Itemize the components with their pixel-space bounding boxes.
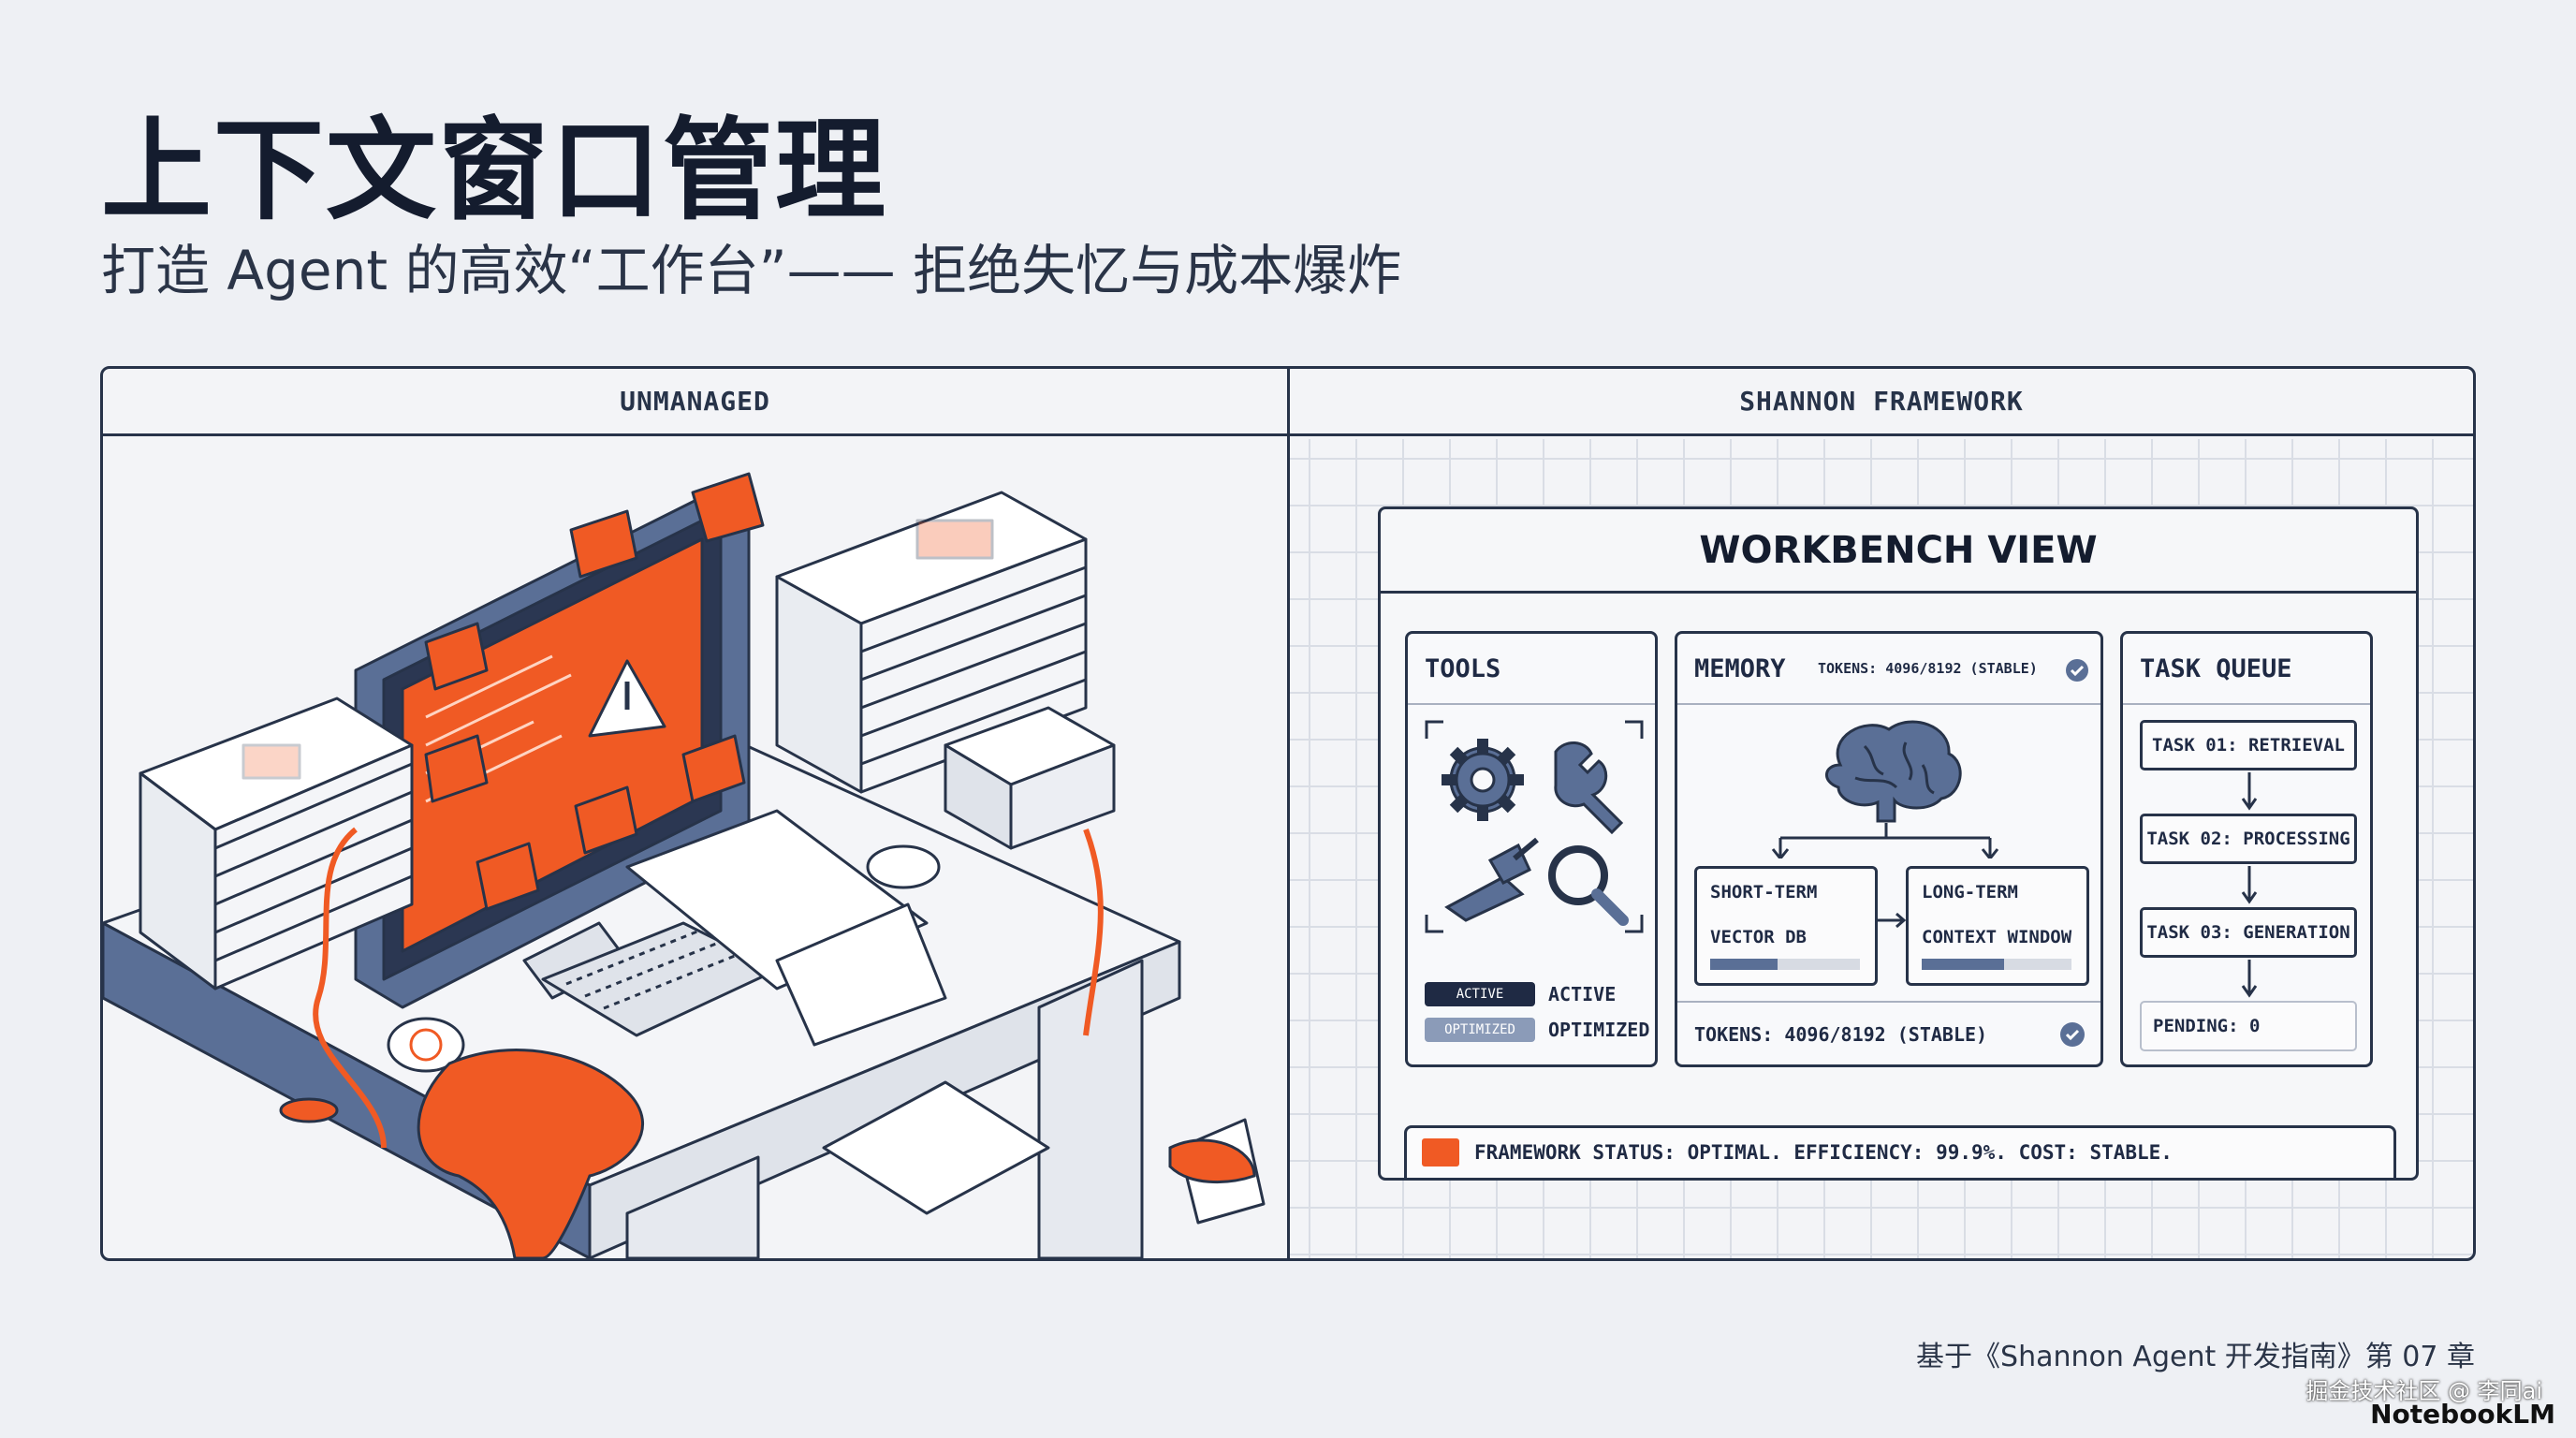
short-term-bar-fill xyxy=(1710,959,1778,970)
arrow-down-icon xyxy=(2241,960,2258,998)
arrow-down-icon xyxy=(2241,772,2258,811)
check-circle-icon xyxy=(2060,1022,2085,1047)
memory-card: MEMORY TOKENS: 4096/8192 (STABLE) SHORT-… xyxy=(1675,631,2103,1067)
brain-icon xyxy=(1825,720,1962,823)
memory-header-tokens: TOKENS: 4096/8192 (STABLE) xyxy=(1818,660,2038,677)
arrow-down-icon xyxy=(2241,866,2258,904)
brain-diagram xyxy=(1771,720,1999,858)
short-term-title: SHORT-TERM xyxy=(1710,882,1818,902)
tools-icon-grid xyxy=(1425,720,1644,933)
gear-icon xyxy=(1442,739,1524,821)
short-term-box: SHORT-TERM VECTOR DB xyxy=(1694,866,1878,986)
optimized-tag: OPTIMIZED xyxy=(1425,1018,1535,1042)
search-icon xyxy=(1548,845,1629,926)
optimized-label: OPTIMIZED xyxy=(1548,1019,1650,1041)
hammer-icon xyxy=(1444,837,1539,922)
tools-header: TOOLS xyxy=(1408,634,1655,705)
active-tag: ACTIVE xyxy=(1425,982,1535,1006)
active-label: ACTIVE xyxy=(1548,983,1617,1005)
task-queue-header: TASK QUEUE xyxy=(2123,634,2370,705)
workbench-view: WORKBENCH VIEW TOOLS xyxy=(1378,506,2419,1181)
community-watermark: 掘金技术社区 @ 李同ai xyxy=(2305,1378,2542,1404)
brand-logo: NotebookLM xyxy=(2370,1399,2555,1430)
long-term-title: LONG-TERM xyxy=(1922,882,2018,902)
workbench-title: WORKBENCH VIEW xyxy=(1381,509,2416,594)
memory-footer-tokens: TOKENS: 4096/8192 (STABLE) xyxy=(1694,1023,1988,1046)
pending-count: PENDING: 0 xyxy=(2140,1001,2357,1051)
check-icon xyxy=(2066,659,2088,682)
panel-divider xyxy=(1287,369,1290,1258)
task-item-processing: TASK 02: PROCESSING xyxy=(2140,814,2357,864)
framework-status-bar: FRAMEWORK STATUS: OPTIMAL. EFFICIENCY: 9… xyxy=(1404,1125,2396,1178)
framework-status-text: FRAMEWORK STATUS: OPTIMAL. EFFICIENCY: 9… xyxy=(1474,1141,2173,1164)
long-term-bar xyxy=(1922,959,2071,970)
messy-desk-illustration xyxy=(103,472,1266,1258)
task-queue-card: TASK QUEUE TASK 01: RETRIEVAL TASK 02: P… xyxy=(2120,631,2373,1067)
source-footer: 基于《Shannon Agent 开发指南》第 07 章 xyxy=(1916,1341,2475,1373)
short-term-bar xyxy=(1710,959,1860,970)
slide-title: 上下文窗口管理 xyxy=(101,106,888,235)
long-term-box: LONG-TERM CONTEXT WINDOW xyxy=(1906,866,2089,986)
memory-title: MEMORY xyxy=(1694,653,1786,683)
slide-subtitle: 打造 Agent 的高效“工作台”—— 拒绝失忆与成本爆炸 xyxy=(101,239,1402,302)
unmanaged-header: UNMANAGED xyxy=(103,369,1287,436)
memory-header: MEMORY TOKENS: 4096/8192 (STABLE) xyxy=(1677,634,2100,705)
arrow-right-icon xyxy=(1878,912,1907,929)
task-item-retrieval: TASK 01: RETRIEVAL xyxy=(2140,720,2357,770)
short-term-subtitle: VECTOR DB xyxy=(1710,927,1807,947)
long-term-bar-fill xyxy=(1922,959,2004,970)
shannon-header: SHANNON FRAMEWORK xyxy=(1290,369,2473,436)
comparison-panel: UNMANAGED SHANNON FRAMEWORK xyxy=(100,366,2476,1261)
wrench-icon xyxy=(1554,741,1624,835)
long-term-subtitle: CONTEXT WINDOW xyxy=(1922,927,2072,947)
tools-card: TOOLS xyxy=(1405,631,1658,1067)
status-indicator xyxy=(1422,1138,1459,1167)
memory-footer-divider xyxy=(1677,1001,2100,1003)
task-item-generation: TASK 03: GENERATION xyxy=(2140,907,2357,958)
